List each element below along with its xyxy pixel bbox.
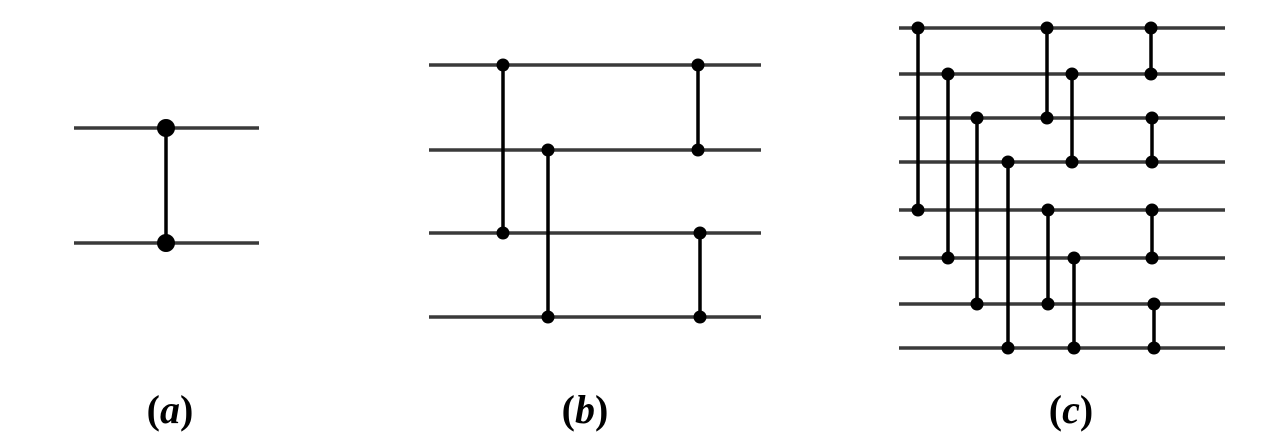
comparator-dot [1145, 251, 1159, 265]
comparator-dot [1147, 297, 1161, 311]
comparator-gate [1067, 251, 1081, 355]
comparator-gate [157, 119, 175, 252]
panel-label-c: (c) [1048, 387, 1094, 432]
comparator-dot [693, 310, 707, 324]
panel-b-network [429, 58, 761, 324]
comparator-gate [541, 143, 555, 324]
comparator-dot [1001, 155, 1015, 169]
comparator-dot [1041, 297, 1055, 311]
comparator-dot [691, 143, 705, 157]
comparator-gate [1147, 297, 1161, 355]
comparator-gate [1144, 21, 1158, 81]
comparator-dot [691, 58, 705, 72]
comparator-dot [1145, 111, 1159, 125]
comparator-dot [1040, 21, 1054, 35]
comparator-dot [941, 251, 955, 265]
comparator-gate [1040, 21, 1054, 125]
comparator-gate [1145, 203, 1159, 265]
comparator-dot [693, 226, 707, 240]
panel-a-network [74, 119, 259, 252]
comparator-dot [911, 203, 925, 217]
comparator-dot [1144, 67, 1158, 81]
panel-c-network [899, 21, 1225, 355]
comparator-dot [1001, 341, 1015, 355]
comparator-dot [1067, 341, 1081, 355]
comparator-dot [1145, 203, 1159, 217]
comparator-dot [157, 119, 175, 137]
comparator-dot [1065, 67, 1079, 81]
comparator-dot [541, 310, 555, 324]
comparator-gate [1145, 111, 1159, 169]
comparator-gate [1041, 203, 1055, 311]
comparator-gate [1001, 155, 1015, 355]
comparator-dot [1145, 155, 1159, 169]
comparator-gate [1065, 67, 1079, 169]
comparator-gate [970, 111, 984, 311]
comparator-dot [1067, 251, 1081, 265]
comparator-gate [691, 58, 705, 157]
comparator-dot [1065, 155, 1079, 169]
comparator-dot [970, 111, 984, 125]
comparator-dot [1144, 21, 1158, 35]
comparator-gate [693, 226, 707, 324]
comparator-dot [1041, 203, 1055, 217]
comparator-dot [970, 297, 984, 311]
comparator-dot [911, 21, 925, 35]
comparator-dot [1147, 341, 1161, 355]
panel-label-b: (b) [561, 387, 609, 432]
comparator-gate [941, 67, 955, 265]
comparator-gate [496, 58, 510, 240]
comparator-dot [496, 226, 510, 240]
comparator-gate [911, 21, 925, 217]
comparator-dot [1040, 111, 1054, 125]
comparator-dot [496, 58, 510, 72]
panel-label-a: (a) [146, 387, 194, 432]
comparator-dot [157, 234, 175, 252]
comparator-dot [541, 143, 555, 157]
comparator-dot [941, 67, 955, 81]
